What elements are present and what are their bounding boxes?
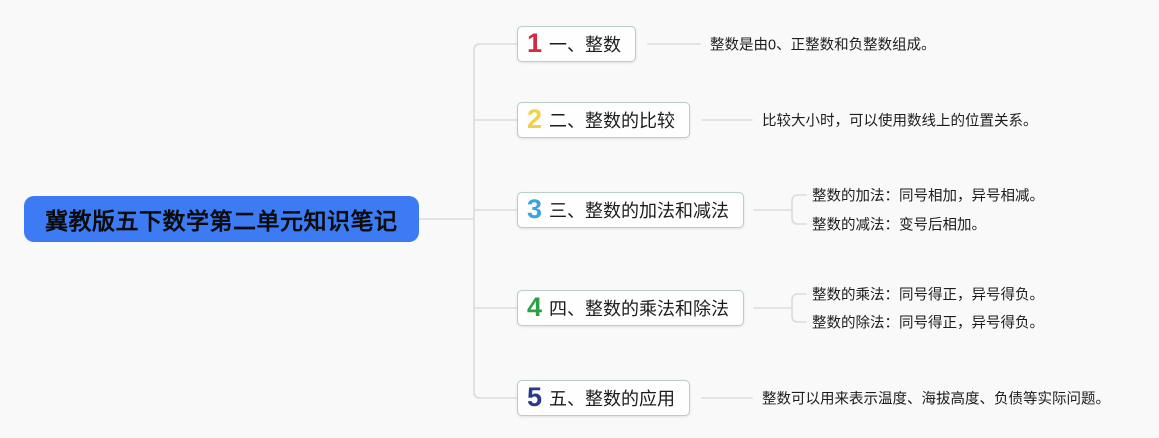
connector-branch3-fork bbox=[791, 194, 807, 225]
leaf-note-comparison[interactable]: 比较大小时，可以使用数线上的位置关系。 bbox=[762, 113, 1038, 130]
leaf-note-addition[interactable]: 整数的加法：同号相加，异号相减。 bbox=[812, 188, 1044, 205]
branch-number-4: 4 bbox=[527, 291, 543, 322]
branch-node-1[interactable]: 1 一、整数 bbox=[517, 26, 637, 62]
connector-trunk bbox=[473, 43, 518, 399]
branch-label-2: 二、整数的比较 bbox=[549, 111, 676, 131]
leaf-note-application[interactable]: 整数可以用来表示温度、海拔高度、负债等实际问题。 bbox=[762, 391, 1110, 408]
branch-label-3: 三、整数的加法和减法 bbox=[549, 201, 730, 221]
connector-branch4-fork bbox=[791, 293, 807, 323]
leaf-note-subtraction[interactable]: 整数的减法：变号后相加。 bbox=[812, 217, 986, 234]
branch-label-1: 一、整数 bbox=[549, 35, 622, 55]
branch-number-2: 2 bbox=[527, 103, 543, 134]
branch-node-5[interactable]: 5 五、整数的应用 bbox=[517, 380, 691, 416]
branch-number-1: 1 bbox=[527, 27, 543, 58]
branch-node-3[interactable]: 3 三、整数的加法和减法 bbox=[517, 192, 745, 228]
root-node[interactable]: 冀教版五下数学第二单元知识笔记 bbox=[24, 196, 419, 242]
leaf-note-division[interactable]: 整数的除法：同号得正，异号得负。 bbox=[812, 315, 1044, 332]
branch-number-3: 3 bbox=[527, 193, 543, 224]
leaf-note-multiplication[interactable]: 整数的乘法：同号得正，异号得负。 bbox=[812, 287, 1044, 304]
branch-label-4: 四、整数的乘法和除法 bbox=[549, 299, 730, 319]
branch-node-4[interactable]: 4 四、整数的乘法和除法 bbox=[517, 290, 745, 326]
leaf-note-integers[interactable]: 整数是由0、正整数和负整数组成。 bbox=[710, 37, 936, 54]
branch-node-2[interactable]: 2 二、整数的比较 bbox=[517, 102, 691, 138]
branch-label-5: 五、整数的应用 bbox=[549, 389, 676, 409]
branch-number-5: 5 bbox=[527, 381, 543, 412]
